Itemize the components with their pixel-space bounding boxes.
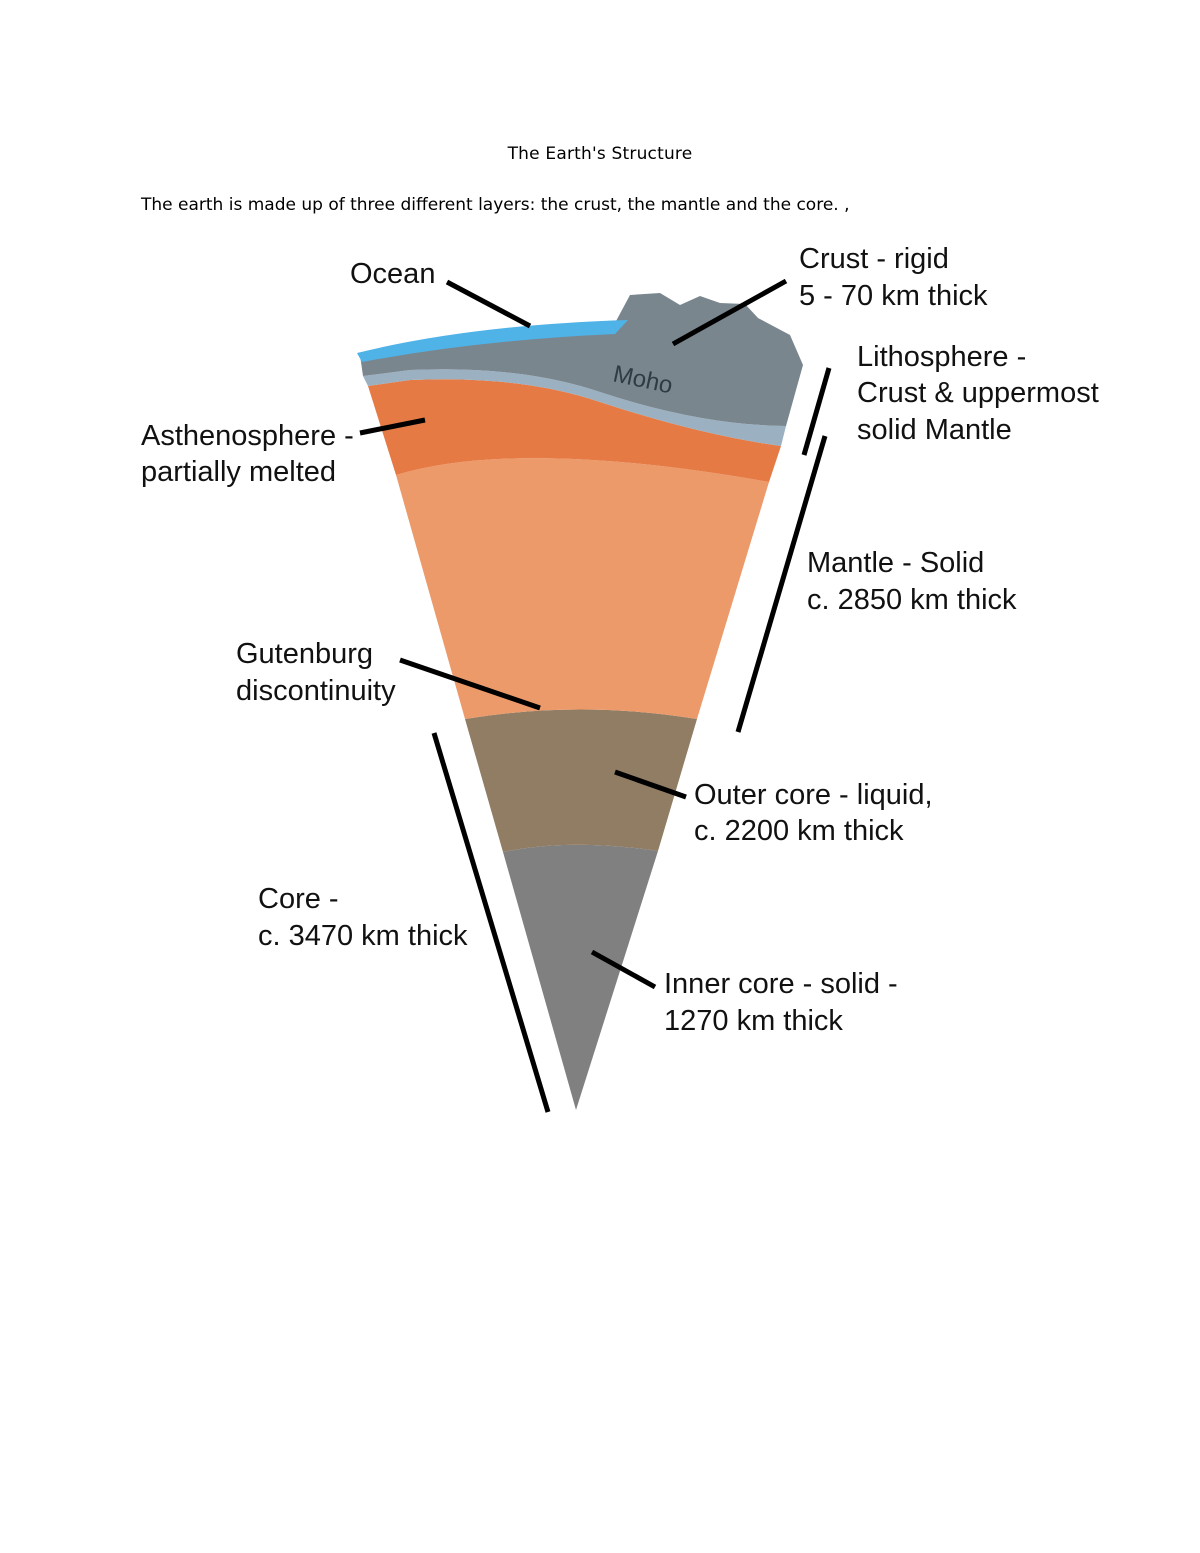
mantle-label-line1: Mantle - Solid xyxy=(807,547,984,579)
document-title: The Earth's Structure xyxy=(507,144,693,164)
core-range-bar xyxy=(431,732,551,1113)
outer-core-leader-line xyxy=(614,769,687,800)
ocean-leader-line xyxy=(445,279,532,329)
ocean-layer xyxy=(357,320,628,362)
inner-core-leader-line xyxy=(590,949,657,990)
lithosphere-label-line3: solid Mantle xyxy=(857,414,1012,446)
outer-core-layer xyxy=(465,709,697,852)
ocean-label: Ocean xyxy=(350,258,435,290)
asthenosphere-layer xyxy=(368,379,781,482)
crust-layer xyxy=(360,293,803,426)
lithosphere-label-line2: Crust & uppermost xyxy=(857,377,1099,409)
inner-core-label-line2: 1270 km thick xyxy=(664,1005,843,1037)
core-label-line1: Core - xyxy=(258,883,339,915)
crust-label-line2: 5 - 70 km thick xyxy=(799,280,988,312)
mantle-layer xyxy=(396,458,769,719)
outer-core-label-line1: Outer core - liquid, xyxy=(694,779,933,811)
lithosphere-label-line1: Lithosphere - xyxy=(857,341,1026,373)
crust-leader-line xyxy=(671,278,788,347)
mantle-range-bar xyxy=(735,435,828,733)
asthenosphere-leader-line xyxy=(359,417,426,436)
document-intro-text: The earth is made up of three different … xyxy=(141,195,850,215)
asthenosphere-label-line2: partially melted xyxy=(141,456,336,488)
mantle-label-line2: c. 2850 km thick xyxy=(807,584,1017,616)
gutenberg-leader-line xyxy=(399,657,541,711)
lithosphere-range-bar xyxy=(801,367,832,456)
crust-label-line1: Crust - rigid xyxy=(799,243,949,275)
lithospheric-mantle-layer xyxy=(363,369,786,446)
core-label-line2: c. 3470 km thick xyxy=(258,920,468,952)
inner-core-label-line1: Inner core - solid - xyxy=(664,968,898,1000)
asthenosphere-label-line1: Asthenosphere - xyxy=(141,420,354,452)
gutenberg-label-line2: discontinuity xyxy=(236,675,396,707)
outer-core-label-line2: c. 2200 km thick xyxy=(694,815,904,847)
inner-core-layer xyxy=(503,844,658,1110)
gutenberg-label-line1: Gutenburg xyxy=(236,638,373,670)
